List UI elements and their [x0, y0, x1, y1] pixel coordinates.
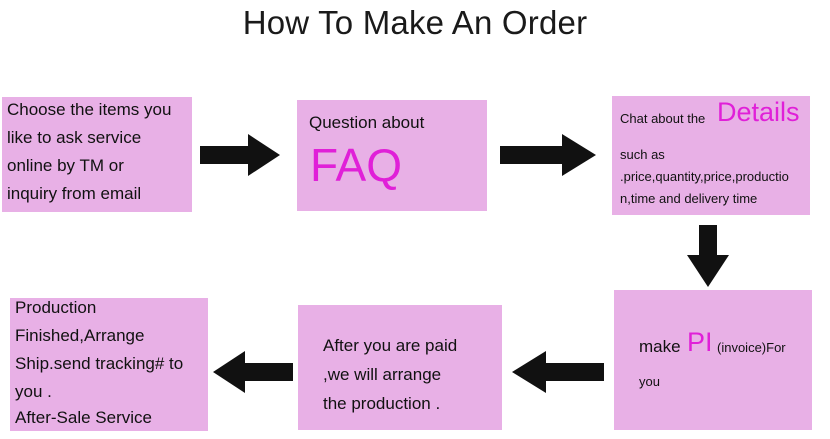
- step-1-line-1: Choose the items you: [7, 100, 172, 119]
- step-3-line-1: such as: [620, 147, 665, 162]
- step-6-box: Production Finished,Arrange Ship.send tr…: [10, 298, 208, 431]
- step-2-box: Question about FAQ: [297, 100, 487, 211]
- step-3-line-3: n,time and delivery time: [620, 191, 758, 206]
- left-arrow-icon: [512, 351, 604, 393]
- diagram-title: How To Make An Order: [242, 4, 588, 41]
- step-1-line-3: online by TM or: [7, 156, 124, 175]
- step-6-line-1: Production: [15, 298, 97, 317]
- step-5-line-3: the production .: [323, 394, 441, 413]
- step-4-pi: PI: [687, 327, 713, 357]
- step-5-box: After you are paid ,we will arrange the …: [298, 305, 502, 430]
- left-arrow-icon: [213, 351, 293, 393]
- step-5-line-1: After you are paid: [323, 336, 458, 355]
- step-6-line-5: After-Sale Service: [15, 408, 152, 427]
- step-4-line-2: you: [639, 374, 660, 389]
- step-1-line-4: inquiry from email: [7, 184, 142, 203]
- step-2-faq: FAQ: [310, 139, 403, 191]
- step-4-suffix: (invoice)For: [717, 340, 786, 355]
- step-6-line-4: you .: [15, 382, 52, 401]
- down-arrow-icon: [687, 225, 729, 287]
- step-2-label: Question about: [309, 113, 425, 132]
- step-3-details: Details: [717, 97, 800, 127]
- step-6-line-2: Finished,Arrange: [15, 326, 145, 345]
- step-1-box: Choose the items you like to ask service…: [2, 97, 192, 212]
- step-6-line-3: Ship.send tracking# to: [15, 354, 184, 373]
- step-3-line-2: .price,quantity,price,productio: [620, 169, 789, 184]
- right-arrow-icon: [500, 134, 596, 176]
- right-arrow-icon: [200, 134, 280, 176]
- step-3-prefix: Chat about the: [620, 111, 706, 126]
- step-4-box: make PI (invoice)For you: [614, 290, 812, 430]
- step-4-prefix: make: [639, 337, 681, 356]
- step-5-line-2: ,we will arrange: [323, 365, 442, 384]
- step-1-line-2: like to ask service: [7, 128, 142, 147]
- step-3-box: Chat about the Details such as .price,qu…: [612, 96, 810, 215]
